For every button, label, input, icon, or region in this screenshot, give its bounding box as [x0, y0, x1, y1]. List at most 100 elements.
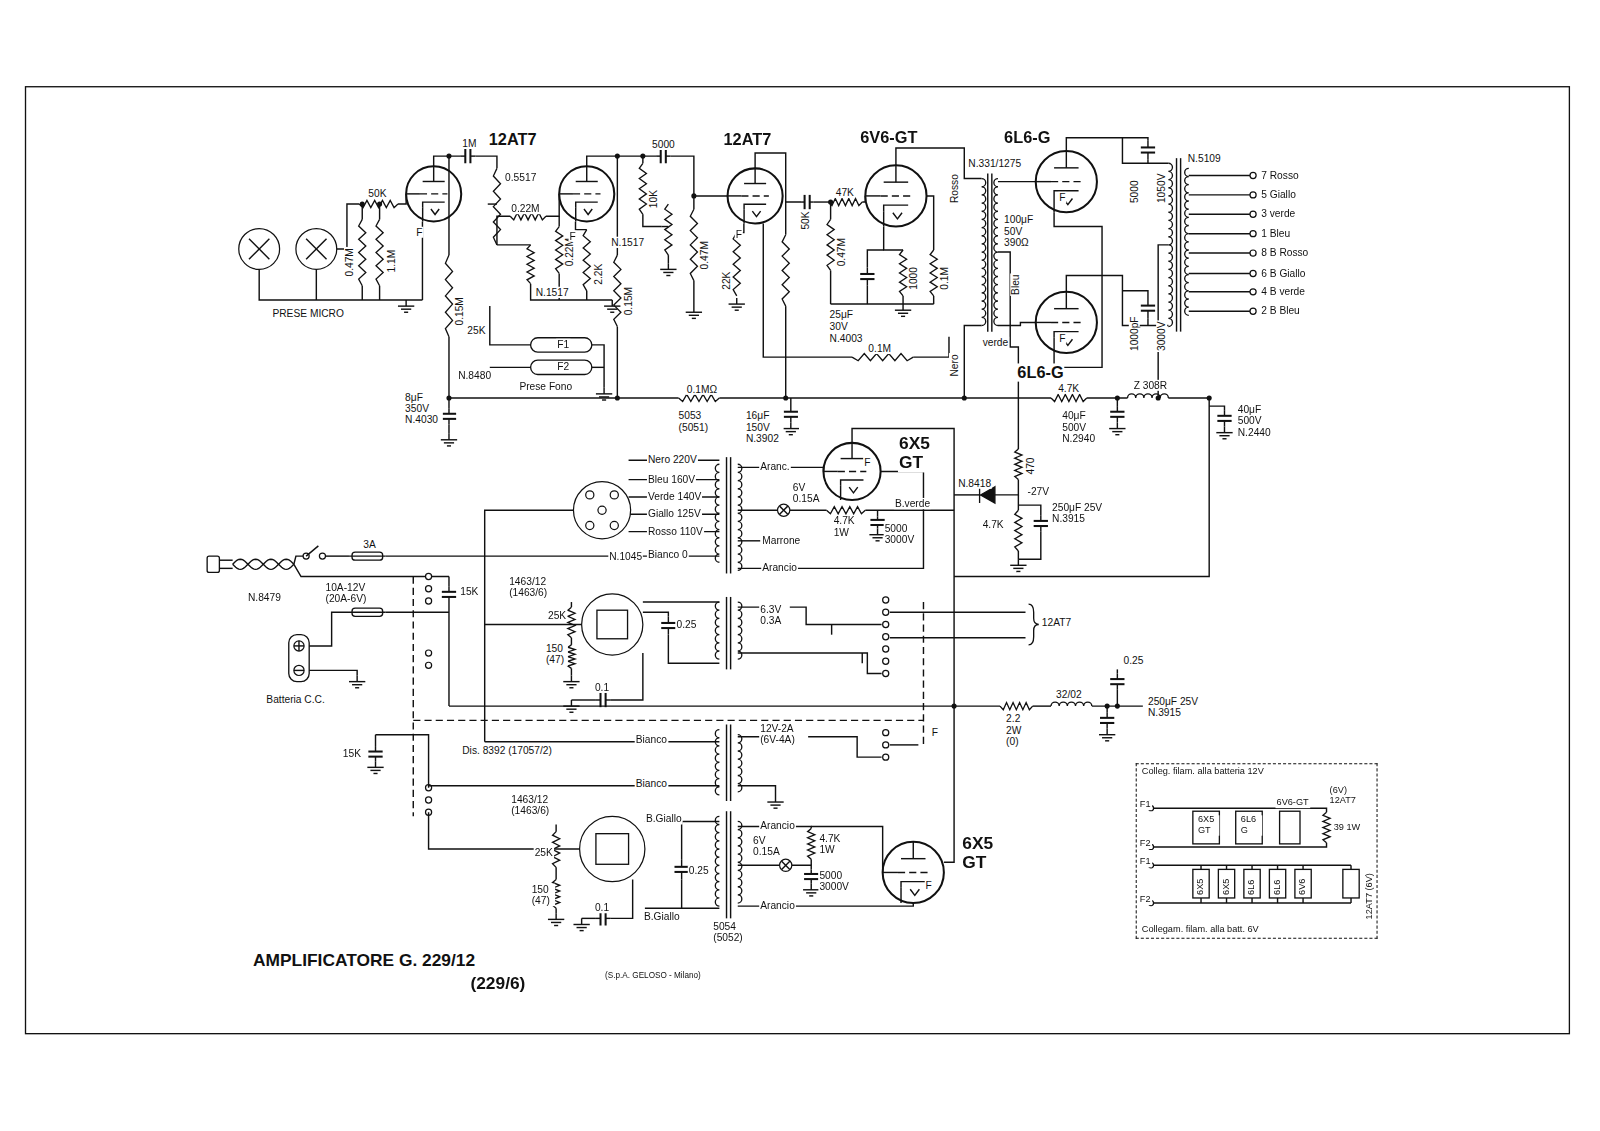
wire [661, 226, 668, 227]
wire [592, 345, 604, 388]
wire [883, 211, 884, 226]
schematic-label: 1000 [908, 266, 919, 291]
capacitor-symbol [665, 149, 667, 163]
wire [811, 859, 812, 865]
terminal-circle [319, 553, 325, 559]
junction-dot [962, 395, 967, 400]
wire [309, 670, 357, 675]
schematic-label: F2 [1139, 895, 1152, 905]
capacitor-symbol [1100, 722, 1114, 724]
wire [1018, 551, 1019, 559]
wire [1219, 435, 1229, 436]
wire [233, 559, 294, 569]
wire [998, 181, 1036, 182]
schematic-label: 25K [534, 847, 554, 858]
wire [890, 637, 1026, 638]
terminal-circle [239, 229, 280, 270]
schematic-label: Rosso [949, 173, 960, 204]
choke-symbol [1128, 394, 1169, 398]
wire [1013, 568, 1023, 569]
wire [596, 393, 612, 394]
wire [1066, 138, 1168, 164]
wire [785, 306, 786, 398]
battery-socket [289, 635, 309, 682]
wire [726, 811, 727, 918]
schematic-label: 5054 (5052) [712, 920, 747, 942]
wire [867, 250, 883, 267]
wire [895, 165, 896, 182]
schematic-label: 1.1M [386, 249, 397, 274]
wire [686, 312, 702, 313]
wire [448, 398, 449, 408]
wire [1251, 898, 1252, 903]
wire [573, 193, 601, 194]
wire [573, 924, 589, 925]
wire [259, 269, 422, 300]
tube-symbol [823, 443, 880, 500]
schematic-label: F [415, 227, 423, 238]
wire [901, 882, 925, 888]
wire [592, 367, 604, 368]
resistor-symbol [665, 204, 672, 255]
wire [1117, 422, 1118, 428]
capacitor-symbol [368, 751, 382, 753]
schematic-label: 0.25 [676, 618, 698, 629]
resistor-symbol [568, 607, 575, 638]
wire [485, 741, 720, 742]
wire [249, 239, 269, 259]
capacitor-symbol [660, 149, 662, 163]
terminal-circle [1250, 211, 1256, 217]
wire [349, 612, 386, 613]
wire [877, 529, 878, 535]
wire [429, 785, 720, 786]
heater-box [1280, 811, 1300, 844]
terminal-circle [1250, 192, 1256, 198]
resistor-symbol [899, 250, 906, 296]
wire [401, 308, 411, 309]
coil-symbol [1168, 163, 1172, 326]
wire [1053, 338, 1054, 353]
terminal-circle [883, 742, 889, 748]
wire [586, 291, 587, 300]
wire [566, 708, 576, 709]
schematic-label: Marrone [761, 535, 801, 546]
schematic-label: Nero [949, 353, 960, 377]
wire [803, 889, 819, 890]
capacitor-symbol [442, 413, 456, 415]
wire [693, 306, 694, 312]
schematic-label: 3 verde [1260, 208, 1296, 219]
resistor-symbol [1015, 510, 1022, 551]
schematic-label: Prese Fono [518, 381, 573, 392]
wire [884, 227, 903, 250]
wire [1117, 669, 1118, 673]
wire [1051, 181, 1082, 182]
heater-box [1236, 811, 1263, 844]
wire [571, 602, 572, 607]
schematic-label: (S.p.A. GELOSO - Milano) [604, 971, 702, 980]
coil-symbol [982, 179, 986, 326]
terminal-circle [426, 586, 432, 592]
wire [485, 510, 574, 742]
wire [852, 429, 954, 863]
wire [1018, 559, 1019, 565]
wire [356, 676, 357, 682]
phono-jack [531, 360, 592, 374]
wire [666, 275, 670, 276]
tube-symbol [1036, 292, 1097, 353]
resistor-symbol [1015, 449, 1022, 480]
wire [726, 597, 727, 669]
schematic-label: (229/6) [469, 974, 526, 993]
schematic-label: N.331/1275 [967, 158, 1022, 169]
wire [1350, 865, 1351, 869]
schematic-label: N.5109 [1187, 153, 1222, 164]
wire [298, 641, 299, 651]
schematic-label: N.8418 [957, 478, 992, 489]
schematic-label: 0.25 [1122, 655, 1144, 666]
wire [490, 367, 531, 368]
resistor-symbol [782, 235, 789, 306]
heater-box [1343, 869, 1359, 898]
schematic-label: F [1058, 333, 1066, 344]
wire [571, 668, 572, 675]
wire [373, 773, 377, 774]
wire [444, 442, 454, 443]
